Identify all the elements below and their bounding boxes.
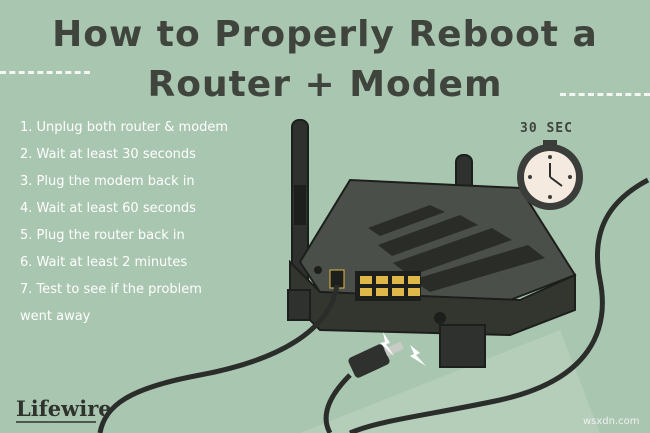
watermark: wsxdn.com [583, 416, 640, 427]
decorative-dash-left [0, 71, 90, 74]
step-7: 7. Test to see if the problem [20, 282, 202, 297]
step-1: 1. Unplug both router & modem [20, 120, 229, 135]
page-title-line-2: Router + Modem [147, 64, 503, 105]
cable-right [349, 177, 650, 433]
spark-icon [380, 332, 426, 366]
step-3: 3. Plug the modem back in [20, 174, 195, 189]
step-7-continued: went away [20, 309, 91, 324]
stopwatch-icon [517, 140, 583, 210]
router-icon [287, 119, 577, 368]
step-6: 6. Wait at least 2 minutes [20, 255, 188, 270]
step-2: 2. Wait at least 30 seconds [20, 147, 196, 162]
decorative-dash-right [560, 93, 650, 96]
brand-logo: Lifewire [16, 396, 112, 421]
page-title-line-1: How to Properly Reboot a [52, 14, 598, 55]
steps-list: 1. Unplug both router & modem 2. Wait at… [20, 114, 270, 330]
power-plug-icon [348, 341, 404, 378]
step-4: 4. Wait at least 60 seconds [20, 201, 196, 216]
cable-left [97, 284, 340, 433]
step-5: 5. Plug the router back in [20, 228, 185, 243]
timer-label: 30 SEC [520, 121, 573, 136]
